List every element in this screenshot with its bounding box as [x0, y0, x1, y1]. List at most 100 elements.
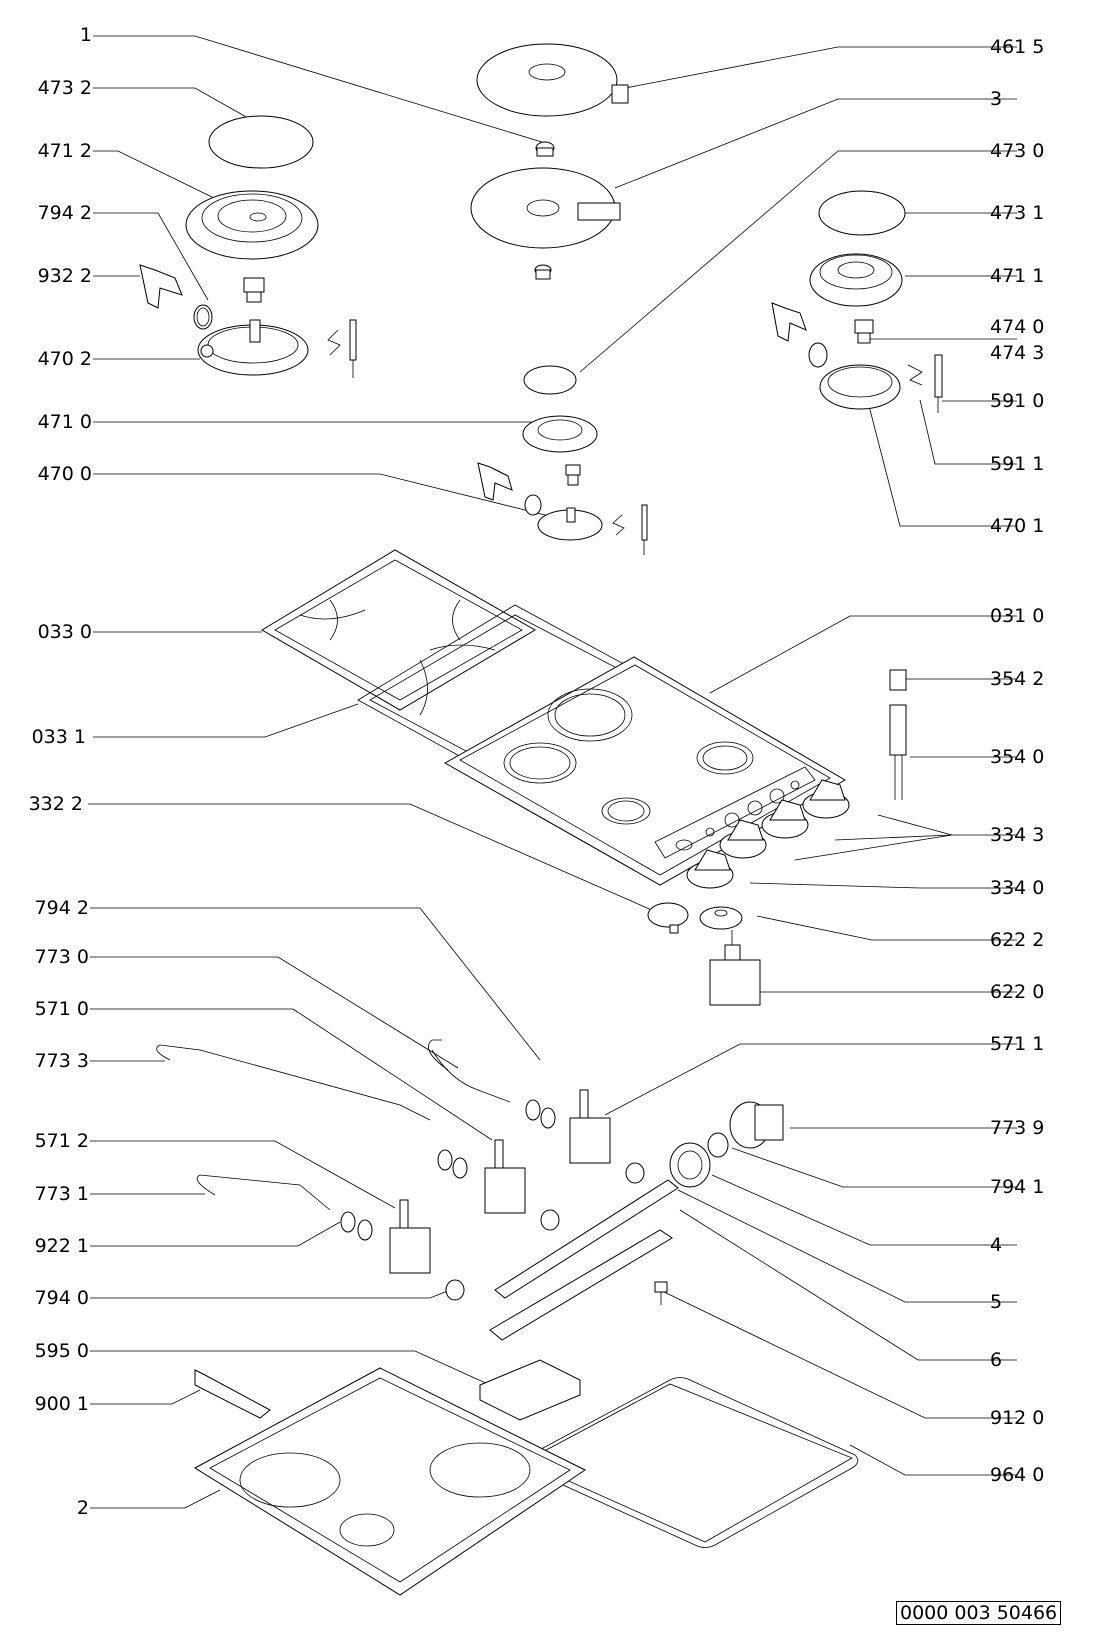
nut-4 — [669, 1142, 711, 1188]
part-label: 470 1 — [990, 515, 1045, 537]
injector-474-0 — [854, 319, 874, 344]
leader-473-0 — [579, 150, 1017, 373]
part-label: 622 0 — [990, 981, 1045, 1003]
hotplate-461-5 — [476, 43, 629, 117]
part-label: 591 1 — [990, 453, 1045, 475]
part-label: 470 0 — [37, 463, 92, 485]
thermocouple-left — [327, 319, 357, 378]
part-label: 932 2 — [37, 265, 92, 287]
leader-332-2 — [88, 803, 671, 919]
part-label: 473 1 — [990, 202, 1045, 224]
part-label: 571 0 — [34, 998, 89, 1020]
leader-922-1 — [90, 1221, 341, 1247]
leader-571-2 — [90, 1140, 396, 1209]
burner-crown-471-1 — [809, 253, 903, 307]
base-tray-2 — [194, 1367, 586, 1596]
part-label: 794 1 — [990, 1176, 1045, 1198]
seal-center — [524, 494, 542, 516]
leader-461-5 — [614, 46, 1017, 91]
part-label: 461 5 — [990, 36, 1045, 58]
part-label: 922 1 — [34, 1235, 89, 1257]
burner-crown-471-2 — [185, 190, 319, 260]
thermocouple-center — [612, 504, 648, 555]
knobs-334-3 — [719, 779, 850, 859]
bracket-center — [477, 462, 513, 501]
spark-generator-595-0 — [479, 1359, 581, 1421]
leader-031-0 — [709, 615, 1017, 694]
reference-number-box: 0000 003 50466 — [896, 1601, 1062, 1625]
part-label: 900 1 — [34, 1393, 89, 1415]
igniter-strip-6 — [489, 1229, 673, 1341]
part-label: 591 0 — [990, 390, 1045, 412]
leader-794-2b — [90, 907, 541, 1061]
part-label: 773 9 — [990, 1117, 1045, 1139]
part-label: 354 2 — [990, 668, 1045, 690]
injector-left — [243, 277, 265, 303]
leader-912-0 — [659, 1289, 1017, 1419]
bracket-932-2 — [139, 264, 183, 309]
gas-tap-571-1 — [569, 1089, 611, 1164]
part-label: 5 — [990, 1291, 1003, 1313]
leader-6 — [679, 1209, 1017, 1361]
part-label: 4 — [990, 1234, 1003, 1256]
leader-5 — [677, 1189, 1017, 1303]
part-label: 6 — [990, 1349, 1003, 1371]
burner-crown-471-0 — [522, 415, 598, 453]
part-label: 471 2 — [37, 140, 92, 162]
part-label: 031 0 — [990, 605, 1045, 627]
part-label: 332 2 — [28, 793, 83, 815]
part-label: 2 — [76, 1497, 89, 1519]
leader-595-0 — [90, 1350, 491, 1386]
part-label: 964 0 — [990, 1464, 1045, 1486]
leader-794-1 — [731, 1147, 1017, 1188]
pan-support-033-0 — [261, 549, 536, 711]
injector-center — [565, 464, 581, 486]
leader-3 — [614, 98, 1017, 189]
leader-334-3b — [834, 834, 953, 841]
burner-body-470-0 — [537, 507, 603, 541]
leader-2 — [90, 1489, 221, 1509]
pipe-773-3 — [156, 1044, 431, 1121]
part-label: 471 1 — [990, 265, 1045, 287]
part-label: 470 2 — [37, 348, 92, 370]
leader-033-1 — [93, 703, 359, 738]
leader-471-2 — [93, 150, 219, 201]
leader-622-2 — [756, 915, 1017, 941]
leader-334-0 — [749, 882, 1017, 889]
part-label: 794 2 — [34, 897, 89, 919]
burner-body-470-2 — [197, 319, 309, 376]
part-label: 471 0 — [37, 411, 92, 433]
part-label: 334 3 — [990, 824, 1045, 846]
part-label: 571 1 — [990, 1033, 1045, 1055]
leader-571-1 — [604, 1043, 1017, 1116]
clamp-900-1 — [194, 1369, 271, 1419]
gas-tap-571-0 — [484, 1139, 526, 1214]
nut-lower — [534, 264, 552, 280]
knob-334-0 — [686, 849, 734, 889]
leader-lines-left — [88, 35, 671, 1509]
part-label: 473 0 — [990, 140, 1045, 162]
leader-773-0 — [90, 956, 459, 1069]
part-label: 794 0 — [34, 1287, 89, 1309]
leader-964-0 — [849, 1444, 1017, 1476]
bracket-right — [771, 302, 807, 342]
leader-4 — [711, 1174, 1017, 1246]
leader-1 — [93, 35, 546, 144]
knob-332-2 — [647, 902, 689, 934]
nut-1 — [535, 141, 555, 157]
igniter-591-1 — [907, 364, 923, 386]
part-label: 033 0 — [37, 621, 92, 643]
part-label: 773 3 — [34, 1050, 89, 1072]
leader-470-1 — [867, 401, 1017, 527]
part-label: 912 0 — [990, 1407, 1045, 1429]
trim-plate-3 — [470, 167, 621, 249]
part-label: 622 2 — [990, 929, 1045, 951]
part-label: 571 2 — [34, 1130, 89, 1152]
screw-912-0 — [654, 1281, 668, 1305]
part-label: 354 0 — [990, 746, 1045, 768]
knob-base-622-2 — [699, 906, 743, 930]
part-label: 773 1 — [34, 1183, 89, 1205]
leader-571-0 — [90, 1008, 493, 1141]
seals — [340, 1099, 729, 1301]
